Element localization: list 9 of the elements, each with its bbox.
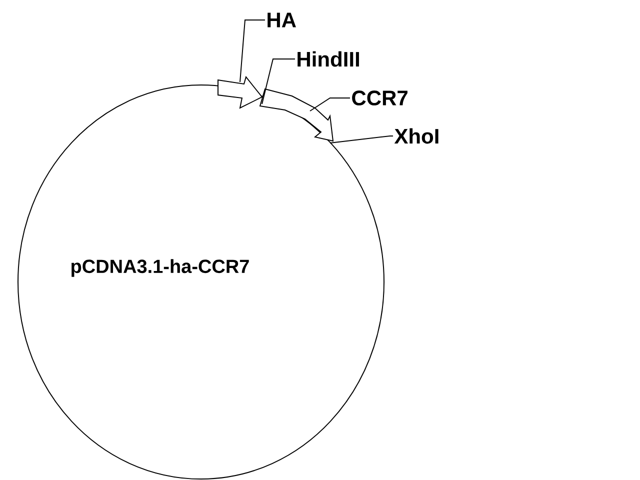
leader-line [310,98,350,112]
site-label: XhoI [394,128,438,144]
plasmid-name: pCDNA3.1-ha-CCR7 [72,259,249,277]
gene-label: CCR7 [352,90,408,106]
block-arrow [218,76,263,109]
leader-line [262,58,296,104]
site-label: HA [268,12,296,28]
leader-line [240,20,266,82]
site-label: HindIII [298,51,359,67]
